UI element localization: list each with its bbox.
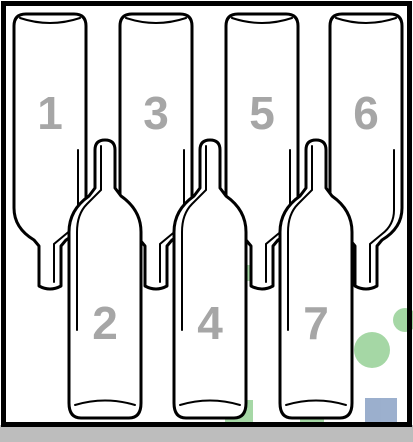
bottle-number: 6 bbox=[353, 87, 379, 139]
bottle-number: 7 bbox=[303, 297, 329, 349]
bottle-number: 4 bbox=[197, 297, 223, 349]
bottom-strip bbox=[0, 425, 413, 442]
bottle-number: 5 bbox=[249, 87, 275, 139]
bottle-number: 1 bbox=[37, 87, 63, 139]
watermark-blob bbox=[354, 332, 390, 368]
bottle-number: 2 bbox=[92, 297, 118, 349]
bottle-number: 3 bbox=[143, 87, 169, 139]
watermark-blob bbox=[365, 398, 397, 426]
